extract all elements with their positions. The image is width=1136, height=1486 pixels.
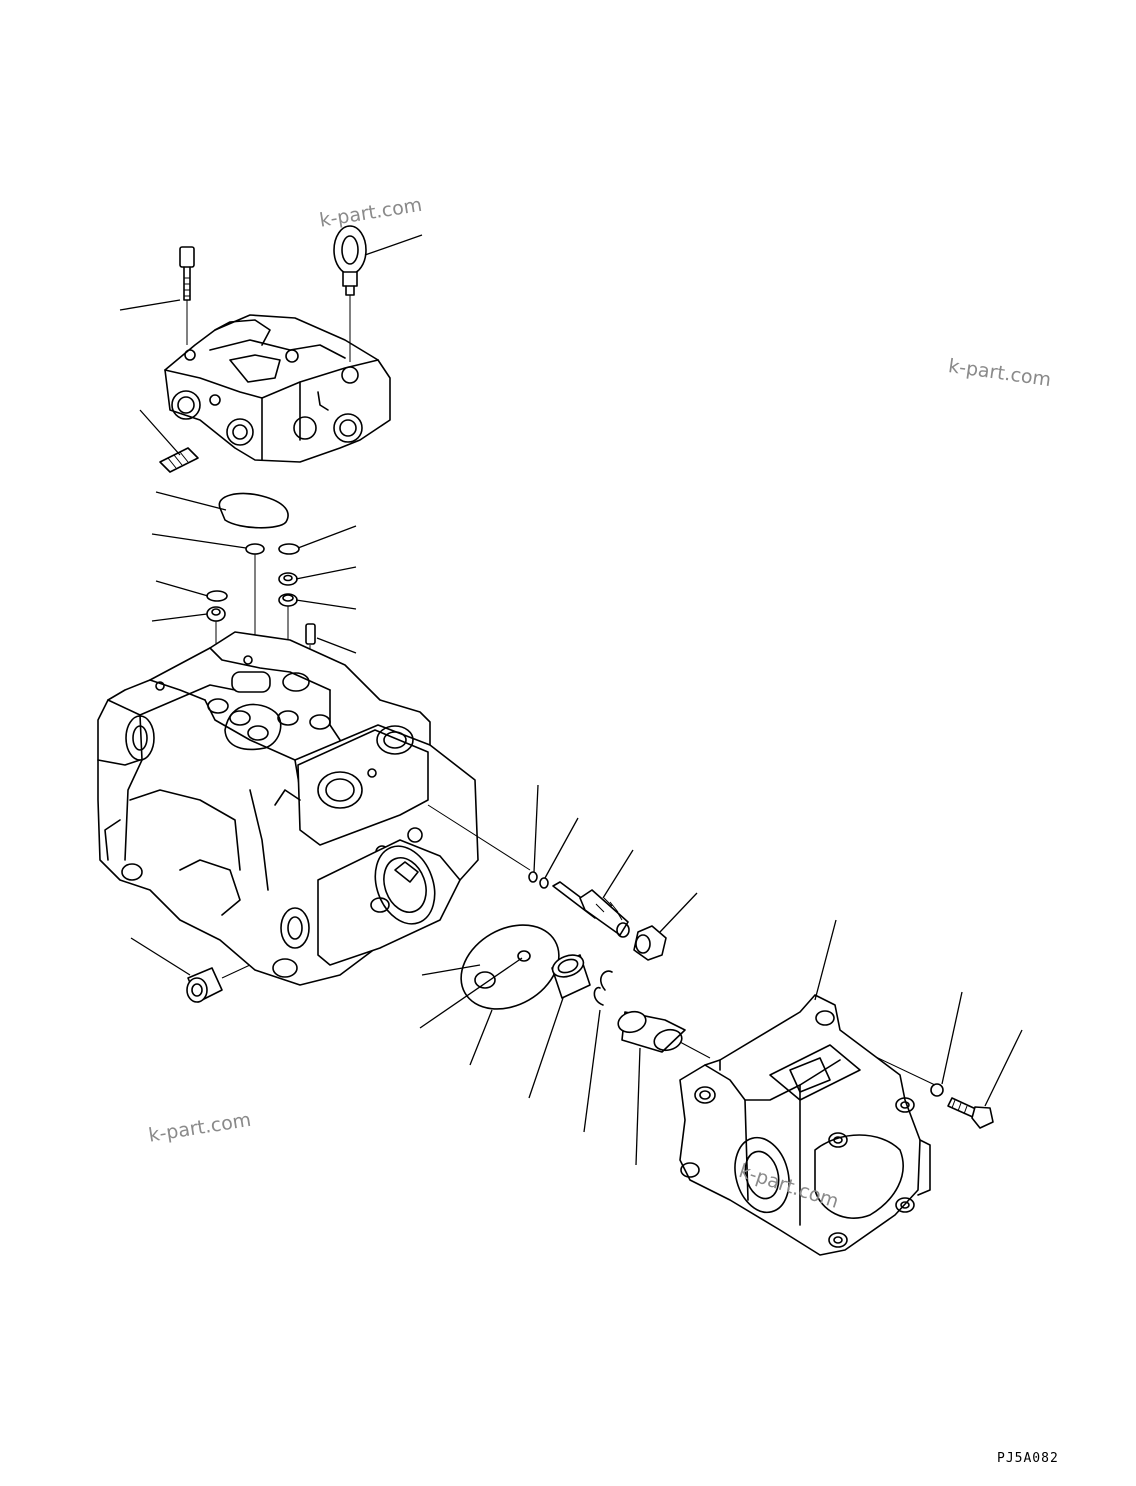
o-ring-icon — [278, 543, 300, 555]
bolt-icon — [179, 246, 195, 345]
o-ring-icon — [528, 871, 538, 883]
eye-bolt-icon — [333, 225, 367, 362]
plug-fitting-icon — [159, 447, 199, 473]
top-valve-block — [164, 314, 391, 463]
snap-ring-icon — [593, 970, 613, 1006]
assembly-guide-line — [427, 804, 936, 1086]
pin-icon — [305, 623, 316, 645]
main-pump-housing — [97, 631, 479, 986]
seal-plate-icon — [460, 924, 560, 1010]
washer-icon — [206, 606, 226, 622]
bolt-icon — [947, 1097, 994, 1129]
coupling-sleeve-icon — [617, 1010, 686, 1053]
leader-lines — [119, 234, 1023, 1166]
collar-icon — [551, 954, 591, 999]
washer-icon — [930, 1083, 944, 1097]
gasket-icon — [218, 492, 289, 529]
plug-fitting-icon — [186, 964, 251, 1003]
plug-nut-icon — [633, 925, 667, 961]
drawing-code: PJ5A082 — [997, 1451, 1059, 1466]
o-ring-icon — [206, 590, 228, 602]
spring-seat-icon — [278, 593, 298, 607]
o-ring-icon — [539, 877, 549, 889]
washer-icon — [278, 572, 298, 586]
o-ring-icon — [245, 543, 265, 555]
gear-pump-body — [679, 994, 931, 1256]
valve-spool-icon — [552, 881, 630, 938]
